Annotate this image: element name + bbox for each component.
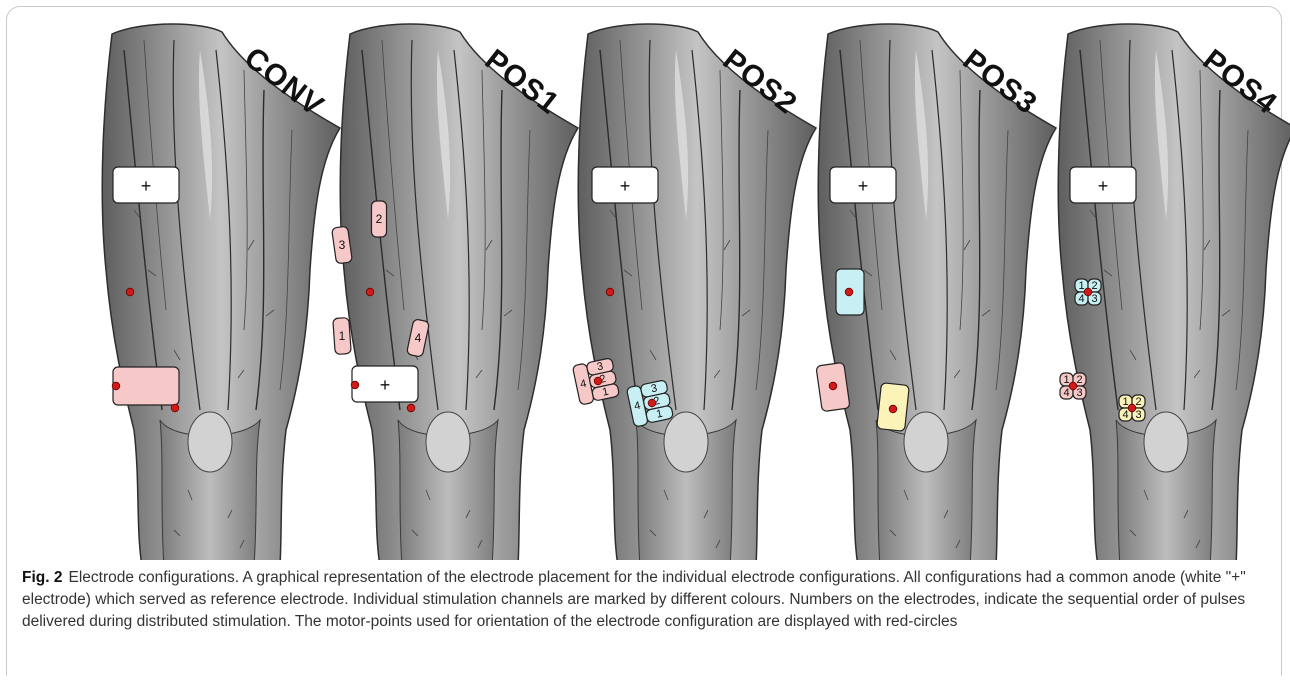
- caption-label: Fig. 2: [22, 569, 62, 586]
- panel-pos3: POS3+: [816, 24, 1056, 560]
- panel-pos4: POS4+124312431243: [1058, 24, 1290, 560]
- anode-plus-label: +: [1098, 176, 1109, 196]
- anode-plus-label: +: [141, 176, 152, 196]
- motor-point: [126, 288, 134, 296]
- grid-number: 4: [1078, 293, 1084, 305]
- grid-number: 4: [1122, 409, 1128, 421]
- anode-electrode: +: [352, 366, 418, 402]
- electrode-grid: 1243: [1060, 373, 1086, 399]
- electrode-figure: CONV+POS12314+POS2+43214321POS3+POS4+124…: [0, 0, 1290, 560]
- grid-number: 3: [1091, 293, 1097, 305]
- grid-number: 2: [1091, 280, 1097, 292]
- numbered-electrode: 1: [333, 317, 351, 354]
- anode-plus-label: +: [620, 176, 631, 196]
- anode-electrode: +: [592, 167, 658, 203]
- motor-point: [351, 381, 359, 389]
- motor-point: [829, 382, 837, 390]
- grid-number: 2: [1135, 396, 1141, 408]
- caption-text: Electrode configurations. A graphical re…: [22, 569, 1246, 630]
- motor-point: [889, 405, 897, 413]
- grid-number: 1: [1122, 396, 1128, 408]
- motor-point: [171, 404, 179, 412]
- grid-number: 4: [1063, 387, 1069, 399]
- electrode-number: 3: [339, 238, 346, 252]
- electrode-number: 4: [415, 331, 422, 345]
- grid-number: 3: [1135, 409, 1141, 421]
- panel-pos2: POS2+43214321: [572, 24, 816, 560]
- panel-conv: CONV+: [102, 24, 340, 560]
- panel-pos1: POS12314+: [332, 24, 578, 560]
- numbered-electrode: 2: [372, 201, 387, 237]
- motor-point: [112, 382, 120, 390]
- anode-electrode: +: [830, 167, 896, 203]
- electrode-number: 2: [376, 212, 383, 226]
- electrode-grid: 1243: [1075, 279, 1101, 305]
- channel-pad: [113, 367, 179, 405]
- figure-caption: Fig. 2Electrode configurations. A graphi…: [22, 567, 1257, 633]
- grid-number: 3: [1076, 387, 1082, 399]
- electrode-number: 1: [339, 329, 346, 343]
- grid-number: 2: [1076, 374, 1082, 386]
- anode-electrode: +: [113, 167, 179, 203]
- motor-point: [845, 288, 853, 296]
- motor-point: [407, 404, 415, 412]
- grid-number: 1: [1063, 374, 1069, 386]
- motor-point: [606, 288, 614, 296]
- anode-plus-label: +: [380, 375, 391, 395]
- motor-point: [1128, 404, 1136, 412]
- anode-electrode: +: [1070, 167, 1136, 203]
- anode-plus-label: +: [858, 176, 869, 196]
- electrode-grid: 1243: [1119, 395, 1145, 421]
- motor-point: [1069, 382, 1077, 390]
- motor-point: [366, 288, 374, 296]
- grid-number: 1: [1078, 280, 1084, 292]
- motor-point: [1084, 288, 1092, 296]
